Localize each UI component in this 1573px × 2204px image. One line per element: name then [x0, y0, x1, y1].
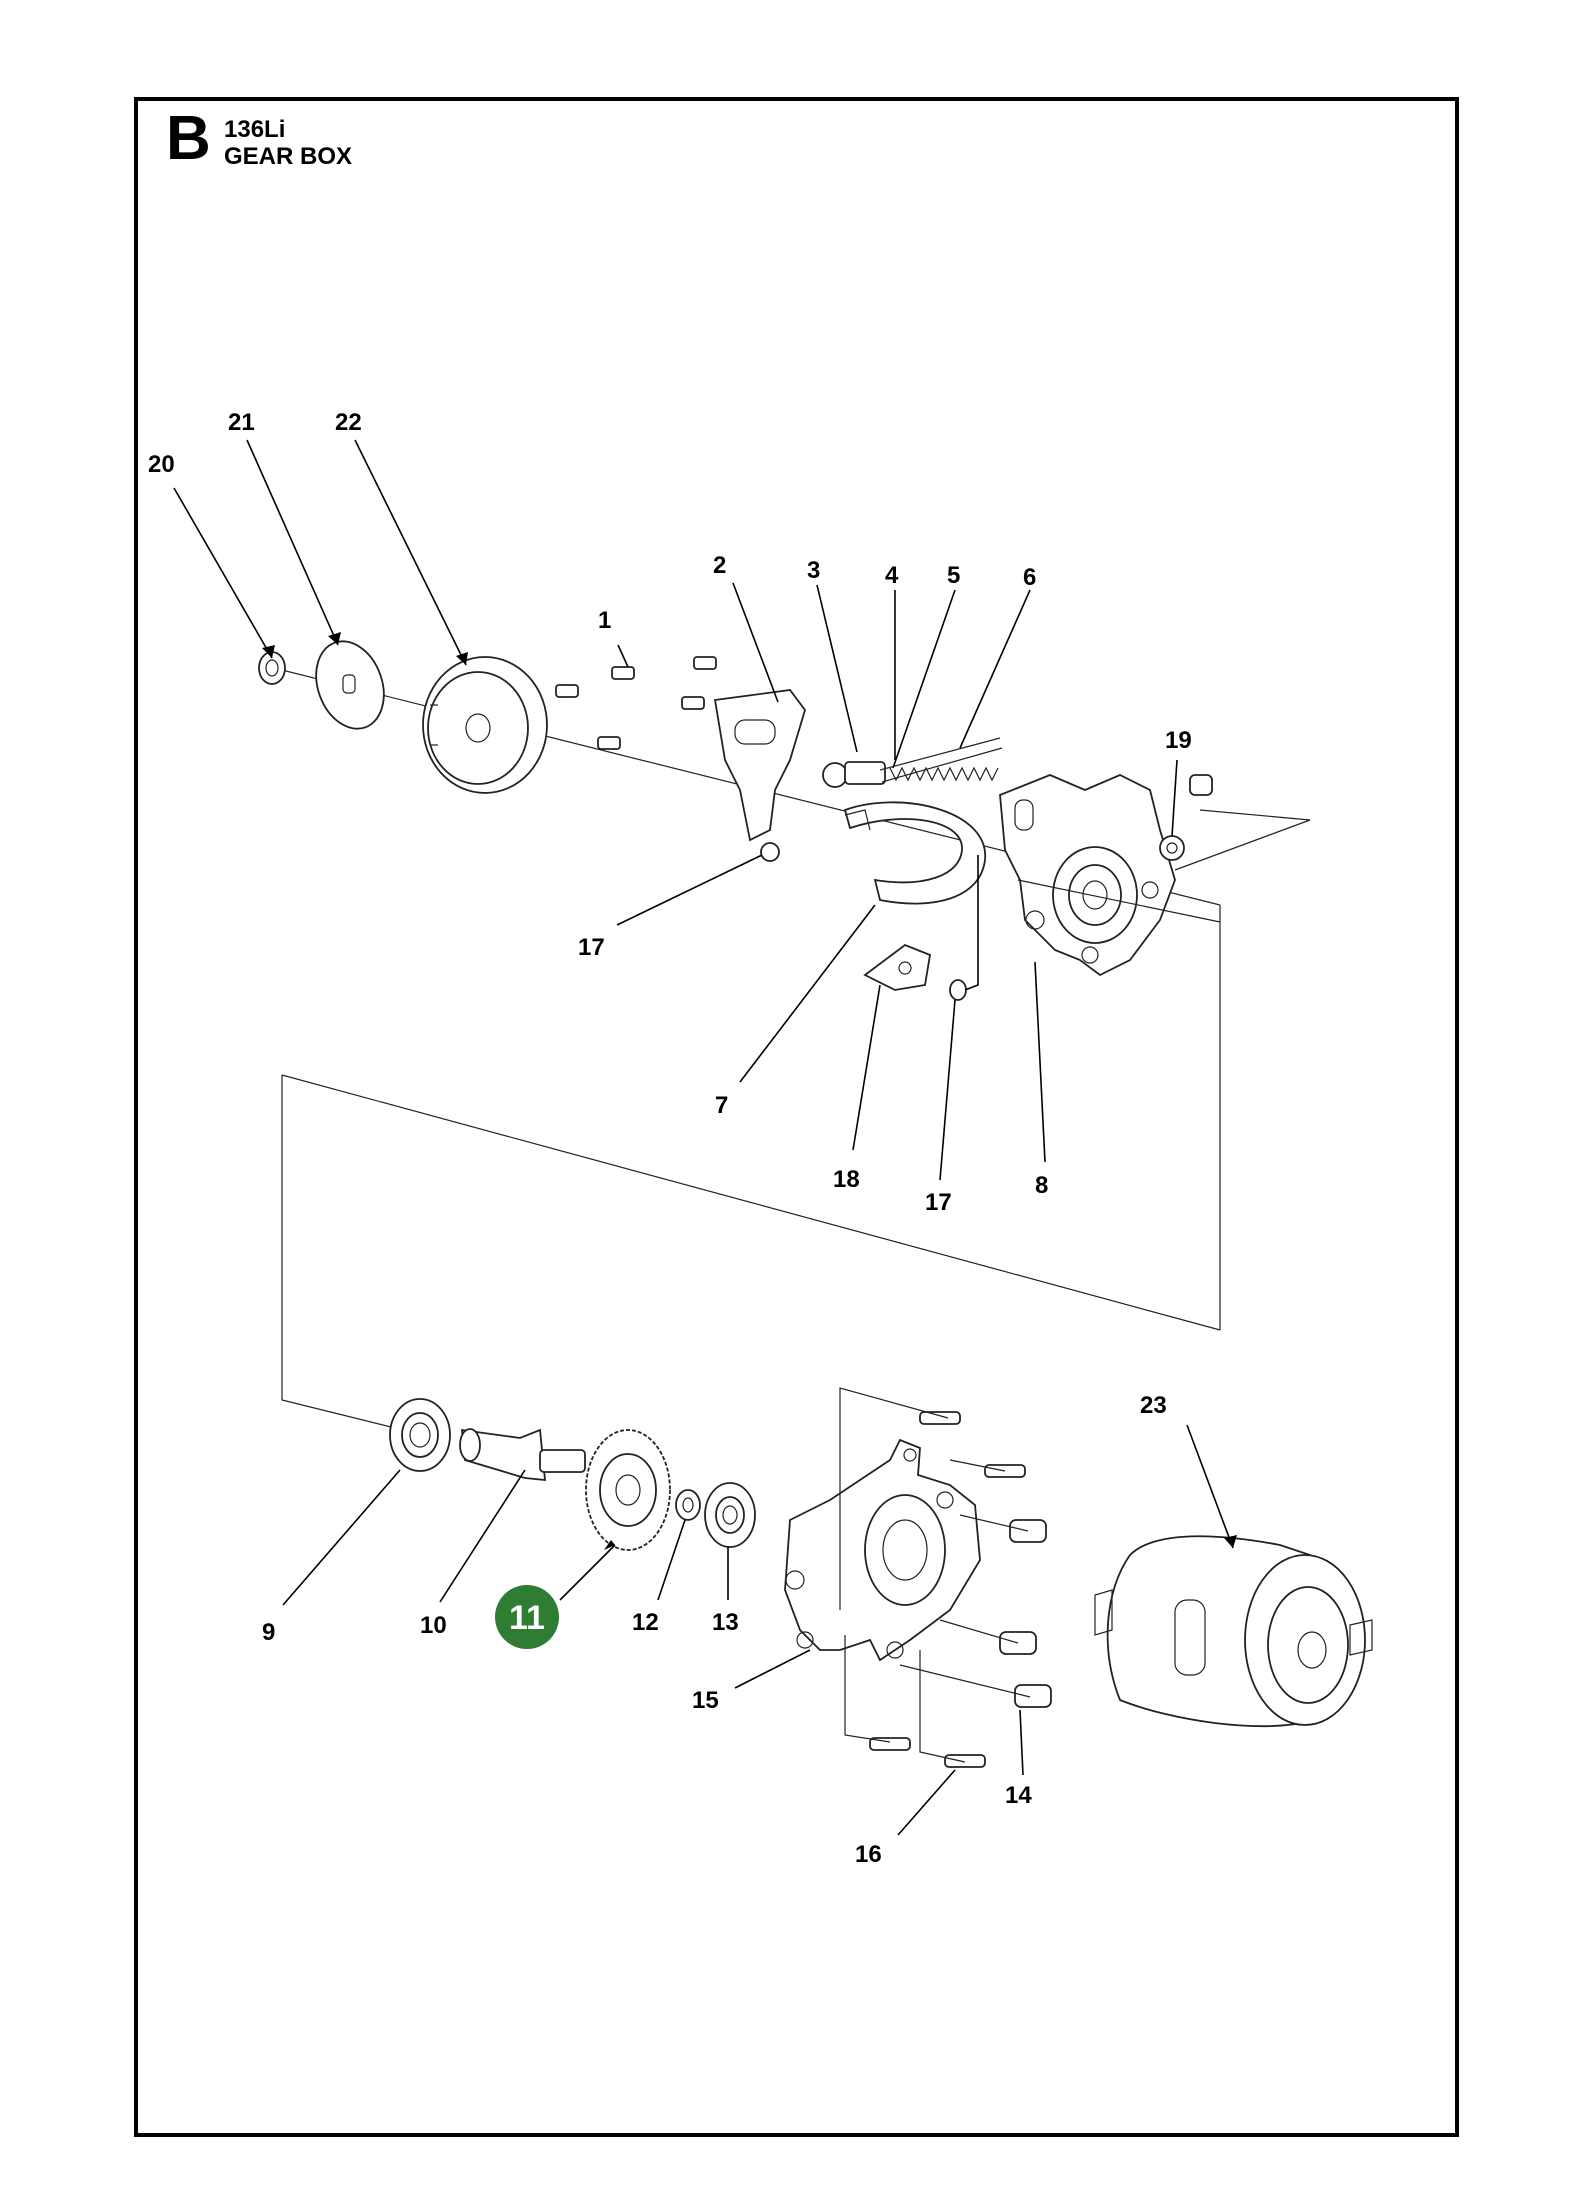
brake-band-part — [843, 801, 986, 905]
circlip-part — [258, 651, 286, 685]
callout-labels: 1 2 3 4 5 6 7 8 9 10 11 12 13 14 15 16 1… — [148, 409, 1192, 1868]
nut-and-bolt-part — [1159, 774, 1213, 861]
spring-assembly-part — [822, 737, 1003, 788]
callout-4: 4 — [885, 562, 899, 589]
callout-9: 9 — [262, 1619, 275, 1646]
diagram-title: GEAR BOX — [224, 143, 353, 170]
callout-12: 12 — [632, 1609, 659, 1636]
callout-22: 22 — [335, 409, 362, 436]
callout-23: 23 — [1140, 1392, 1167, 1419]
section-letter: B — [166, 104, 211, 173]
bracket-plate-part — [713, 689, 806, 842]
callout-21: 21 — [228, 409, 255, 436]
gear-part — [585, 1429, 671, 1551]
callout-7: 7 — [715, 1092, 728, 1119]
model-name: 136Li — [224, 116, 286, 143]
gear-housing-plate-part — [784, 1438, 981, 1662]
leader-lines — [173, 439, 1234, 1836]
callout-6: 6 — [1023, 564, 1036, 591]
callout-11-badge — [495, 1585, 559, 1649]
callout-3: 3 — [807, 557, 820, 584]
callout-15: 15 — [692, 1687, 719, 1714]
clip-part-lower — [949, 979, 967, 1001]
screws-upper — [555, 656, 717, 750]
callout-20: 20 — [148, 451, 175, 478]
callout-19: 19 — [1165, 727, 1192, 754]
callout-8: 8 — [1035, 1172, 1048, 1199]
bearing-part-large — [389, 1398, 451, 1472]
callout-16: 16 — [855, 1841, 882, 1868]
housing-guide-lines — [839, 1387, 1031, 1763]
callout-17-lower: 17 — [925, 1189, 952, 1216]
washer-part — [315, 640, 385, 730]
callout-10: 10 — [420, 1612, 447, 1639]
diagram-frame — [134, 97, 1459, 2137]
callout-1: 1 — [598, 607, 611, 634]
callout-2: 2 — [713, 552, 726, 579]
motor-part — [1094, 1535, 1373, 1727]
callout-13: 13 — [712, 1609, 739, 1636]
gearbox-housing-part — [999, 774, 1176, 977]
shaft-part — [459, 1428, 586, 1482]
lever-part — [863, 943, 932, 991]
callout-5: 5 — [947, 562, 960, 589]
callout-18: 18 — [833, 1166, 860, 1193]
spacer-part — [675, 1489, 701, 1521]
clip-part-upper — [760, 842, 780, 862]
clutch-drum-part — [422, 656, 548, 794]
callout-17-upper: 17 — [578, 934, 605, 961]
leader-arrowheads — [262, 632, 1237, 1550]
callout-14: 14 — [1005, 1782, 1032, 1809]
bearing-part-small — [704, 1482, 756, 1548]
connection-lines — [281, 879, 1221, 1429]
callout-11: 11 — [509, 1599, 545, 1637]
